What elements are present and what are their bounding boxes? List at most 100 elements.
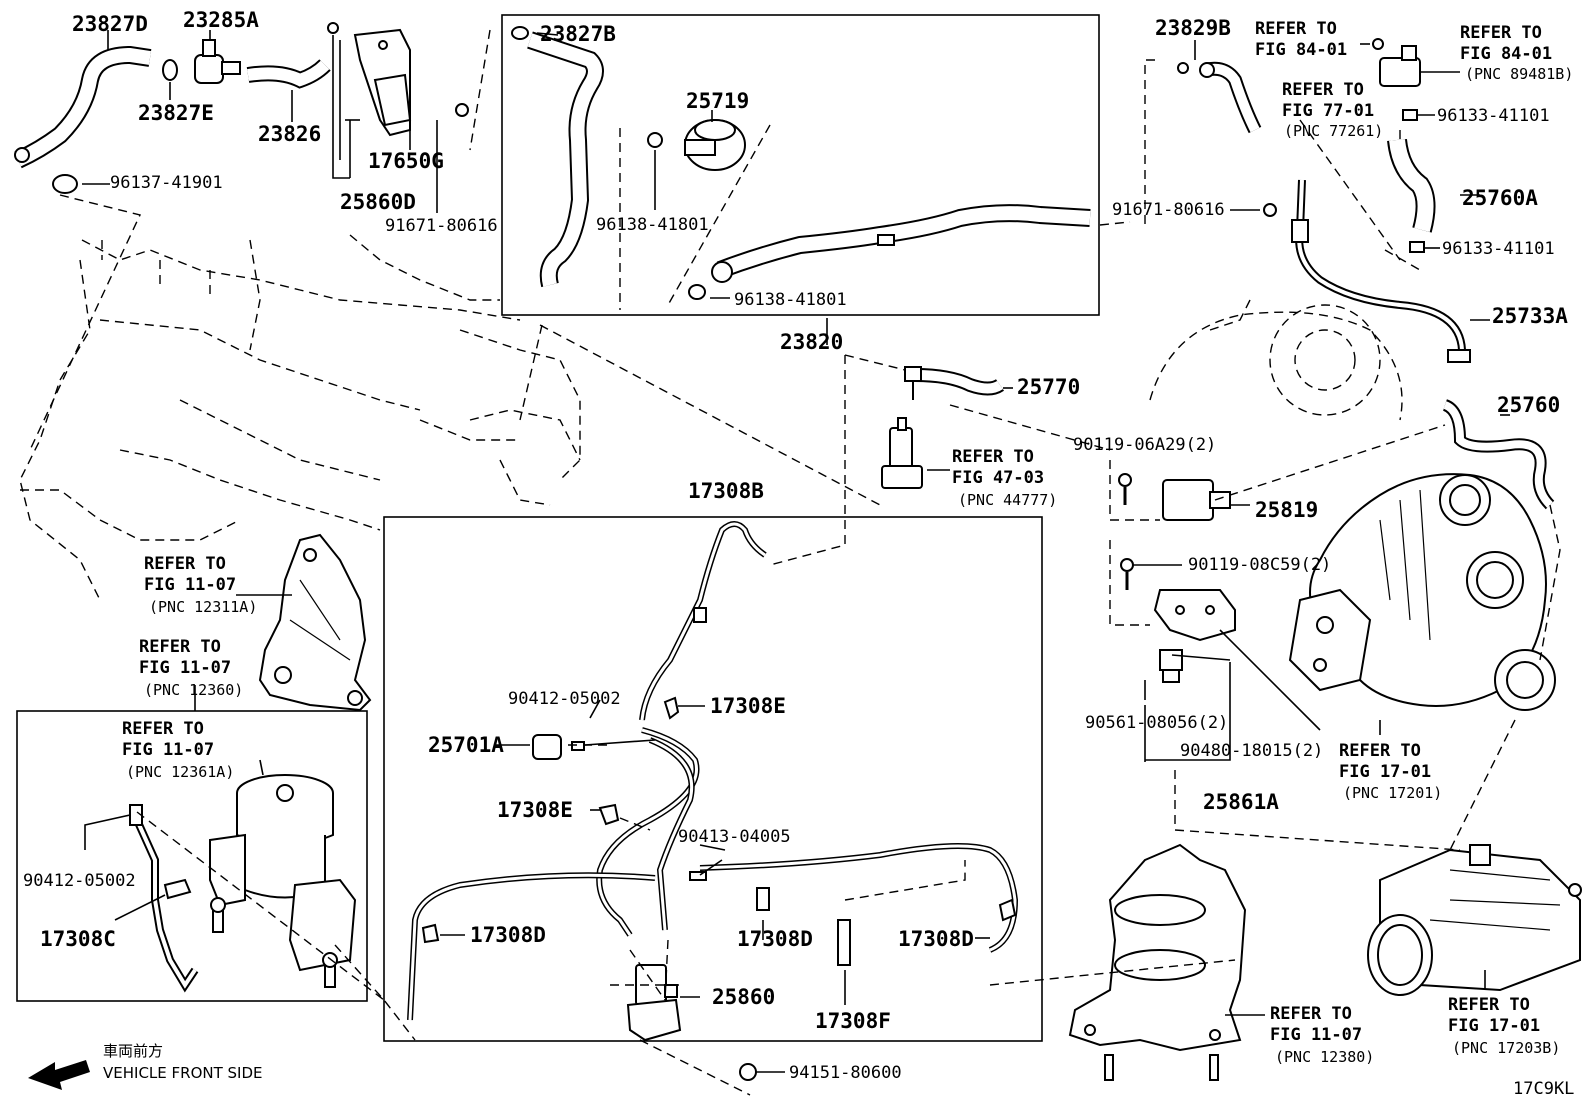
svg-text:(PNC 17203B): (PNC 17203B) xyxy=(1452,1039,1560,1057)
part-label: 25861A xyxy=(1203,790,1279,814)
tube-25770 xyxy=(904,366,1005,400)
front-label-en: VEHICLE FRONT SIDE xyxy=(103,1064,263,1082)
svg-text:REFER TO: REFER TO xyxy=(1460,23,1542,43)
part-label: 90119-08C59(2) xyxy=(1188,555,1331,575)
clip-17308D-b xyxy=(756,887,770,911)
part-label: 23827E xyxy=(138,101,214,125)
svg-text:REFER TO: REFER TO xyxy=(139,637,221,657)
part-label: 23827D xyxy=(72,12,148,36)
part-label: 17308E xyxy=(710,694,786,718)
sensor-89481B xyxy=(1372,38,1421,87)
clamp-96133-a xyxy=(1402,109,1418,121)
clamp-96133-b xyxy=(1409,241,1425,253)
svg-text:FIG 11-07: FIG 11-07 xyxy=(144,575,236,595)
part-label: 17650G xyxy=(368,149,444,173)
part-label: 25701A xyxy=(428,733,504,757)
part-label: 25733A xyxy=(1492,304,1568,328)
svg-text:FIG 17-01: FIG 17-01 xyxy=(1339,762,1431,782)
bolt-icon xyxy=(1263,203,1277,217)
pipe-25733A xyxy=(1291,179,1471,363)
clip-90413 xyxy=(689,871,707,881)
part-label: 96138-41801 xyxy=(596,215,709,235)
svg-text:FIG 47-03: FIG 47-03 xyxy=(952,468,1044,488)
refer-label[interactable]: REFER TO FIG 11-07 (PNC 12361A) xyxy=(122,719,234,781)
part-label: 25760 xyxy=(1497,393,1560,417)
svg-text:REFER TO: REFER TO xyxy=(122,719,204,739)
part-label: 25860D xyxy=(340,190,416,214)
clip-17308D-c xyxy=(998,898,1017,922)
svg-text:(PNC 12311A): (PNC 12311A) xyxy=(149,598,257,616)
front-arrow-icon xyxy=(28,1060,90,1090)
clip-90412 xyxy=(571,741,585,751)
svg-text:FIG 17-01: FIG 17-01 xyxy=(1448,1016,1540,1036)
sensor-44777 xyxy=(881,417,923,489)
refer-label[interactable]: REFER TO FIG 11-07 (PNC 12380) xyxy=(1270,1004,1374,1066)
part-label: 17308E xyxy=(497,798,573,822)
bracket-17650G xyxy=(353,28,412,137)
svg-text:FIG 84-01: FIG 84-01 xyxy=(1255,40,1347,60)
sensor-25819 xyxy=(1118,473,1231,521)
svg-text:REFER TO: REFER TO xyxy=(1255,19,1337,39)
part-label: 90412-05002 xyxy=(23,871,136,891)
part-label: 90119-06A29(2) xyxy=(1073,435,1216,455)
part-label: 25760A xyxy=(1462,186,1538,210)
turbocharger xyxy=(1288,473,1556,711)
part-label: 17308D xyxy=(737,927,813,951)
svg-text:REFER TO: REFER TO xyxy=(1448,995,1530,1015)
engine-mount-12380 xyxy=(1068,843,1247,1081)
refer-label[interactable]: REFER TO FIG 84-01 xyxy=(1255,19,1347,60)
bracket-25861A xyxy=(1120,558,1236,683)
refer-label[interactable]: REFER TO FIG 47-03 (PNC 44777) xyxy=(952,447,1057,509)
part-label: 25770 xyxy=(1017,375,1080,399)
svg-text:FIG 11-07: FIG 11-07 xyxy=(1270,1025,1362,1045)
part-label: 96133-41101 xyxy=(1437,106,1550,126)
pipe-23820 xyxy=(711,204,1091,283)
bolt-icon xyxy=(455,103,469,117)
svg-text:(PNC 89481B): (PNC 89481B) xyxy=(1465,65,1573,83)
part-label: 90412-05002 xyxy=(508,689,621,709)
nut-94151 xyxy=(739,1063,757,1081)
front-label-jp: 車両前方 xyxy=(103,1042,163,1060)
refer-label[interactable]: REFER TO FIG 17-01 (PNC 17201) xyxy=(1339,741,1442,802)
refer-label[interactable]: REFER TO FIG 84-01 (PNC 89481B) xyxy=(1460,23,1573,83)
refer-label[interactable]: REFER TO FIG 77-01 (PNC 77261) xyxy=(1282,80,1383,140)
clamp-96138-b xyxy=(688,284,706,300)
watermark: 17C9KL xyxy=(1513,1079,1574,1099)
hose-25760A xyxy=(1387,138,1436,233)
hose-23829B xyxy=(1177,61,1262,134)
part-label: 91671-80616 xyxy=(385,216,498,236)
group-box-17308B xyxy=(383,516,1043,1042)
svg-text:FIG 77-01: FIG 77-01 xyxy=(1282,101,1374,121)
filter-25701A xyxy=(532,734,562,760)
part-label: 23827B xyxy=(540,22,616,46)
engine-mount-12361A xyxy=(209,774,357,988)
part-label: 17308C xyxy=(40,927,116,951)
catalytic-converter xyxy=(1367,844,1582,996)
part-label: 17308F xyxy=(815,1009,891,1033)
clamp-96137 xyxy=(52,174,78,194)
part-label: 91671-80616 xyxy=(1112,200,1225,220)
part-label: 96138-41801 xyxy=(734,290,847,310)
refer-label[interactable]: REFER TO FIG 11-07 (PNC 12311A) xyxy=(144,554,257,616)
part-label: 25860 xyxy=(712,985,775,1009)
part-label: 94151-80600 xyxy=(789,1063,902,1083)
group-box-23820 xyxy=(501,14,1100,316)
svg-text:FIG 11-07: FIG 11-07 xyxy=(122,740,214,760)
valve-25719 xyxy=(684,119,746,171)
clip-17308D-a xyxy=(421,923,440,944)
svg-text:REFER TO: REFER TO xyxy=(144,554,226,574)
part-label: 25819 xyxy=(1255,498,1318,522)
clamp-23827E xyxy=(162,59,178,81)
svg-text:(PNC 12380): (PNC 12380) xyxy=(1275,1048,1374,1066)
clamp-96138-a xyxy=(647,132,663,148)
part-label: 23285A xyxy=(183,8,259,32)
part-label: 17308D xyxy=(470,923,546,947)
refer-label[interactable]: REFER TO FIG 11-07 (PNC 12360) xyxy=(139,637,243,699)
bracket-12311A xyxy=(258,533,372,712)
part-label: 96137-41901 xyxy=(110,173,223,193)
bolt-icon xyxy=(327,22,339,34)
clip-17308E-a xyxy=(663,696,680,720)
refer-label[interactable]: REFER TO FIG 17-01 (PNC 17203B) xyxy=(1448,995,1560,1057)
